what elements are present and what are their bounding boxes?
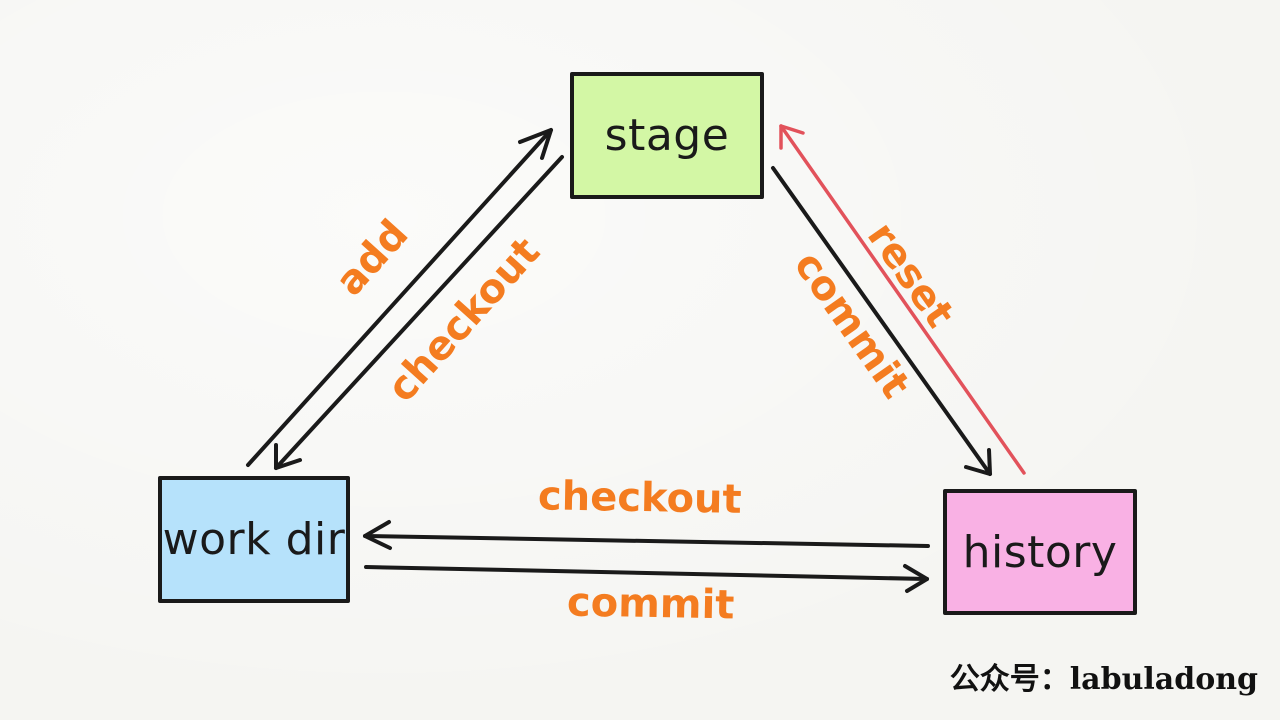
checkout-bottom-label: checkout — [537, 473, 743, 523]
footer-attribution: 公众号：labuladong — [950, 654, 1258, 698]
add-arrow — [246, 128, 553, 467]
work-dir-node: work dir — [158, 476, 350, 603]
commit-bottom-arrow — [364, 565, 929, 581]
commit-bottom-label: commit — [566, 579, 735, 629]
stage-node: stage — [570, 72, 764, 199]
stage-label: stage — [604, 110, 730, 161]
checkout-left-arrowhead — [274, 443, 302, 470]
footer-handle: labuladong — [1069, 662, 1258, 697]
checkout-left-arrow — [274, 155, 564, 470]
reset-arrowhead — [779, 124, 805, 150]
history-label: history — [962, 526, 1118, 578]
commit-right-arrow — [771, 166, 992, 476]
checkout-bottom-arrow — [363, 534, 930, 548]
add-arrowhead — [518, 128, 553, 160]
commit-right-arrowhead — [964, 448, 992, 476]
history-node: history — [943, 489, 1137, 615]
footer-prefix: 公众号： — [949, 662, 1070, 697]
commit-bottom-arrowhead — [903, 564, 929, 593]
work-dir-label: work dir — [162, 514, 346, 565]
checkout-bottom-arrowhead — [363, 520, 392, 550]
reset-arrow — [779, 124, 1026, 475]
